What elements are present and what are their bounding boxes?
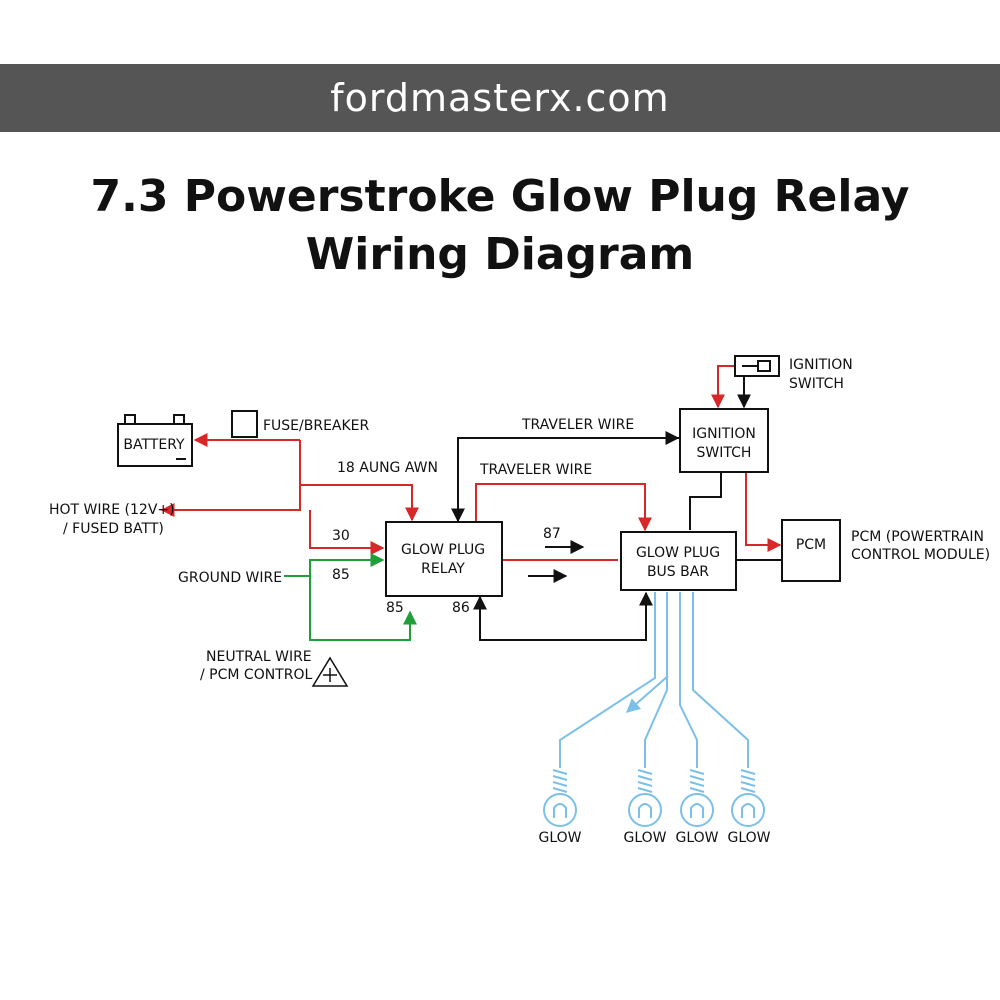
glow-plug-relay: GLOW PLUG RELAY — [385, 521, 503, 597]
ground-wire — [284, 575, 417, 641]
pin-87-label: 87 — [543, 526, 561, 542]
gauge-label: 18 AUNG AWN — [337, 460, 438, 476]
ignition-box — [679, 408, 769, 473]
relay-label-2: RELAY — [421, 561, 465, 577]
ignition-key: IGNITION SWITCH — [734, 355, 853, 392]
fuse-label: FUSE/BREAKER — [263, 418, 370, 434]
ground-wire-label: GROUND WIRE — [178, 570, 282, 586]
site-banner: fordmasterx.com — [0, 64, 1000, 132]
glow-plug-bus-bar: GLOW PLUG BUS BAR — [620, 531, 737, 591]
glow-label-2: GLOW — [623, 830, 666, 846]
ign-to-pcm-wire — [745, 473, 782, 552]
hot-wire-label-2: / FUSED BATT) — [63, 521, 164, 537]
fuse-breaker: FUSE/BREAKER — [231, 410, 370, 438]
ign-key-feed-wire — [711, 365, 735, 409]
battery-label: BATTERY — [123, 437, 185, 453]
ign-to-busbar-wire — [689, 473, 722, 530]
busbar-label-2: BUS BAR — [647, 564, 709, 580]
glow-wire-1 — [559, 592, 656, 768]
glow-plug-3 — [680, 769, 714, 827]
pin-86-loop-wire — [473, 591, 653, 641]
neutral-symbol — [311, 656, 349, 687]
neutral-wire-label-2: / PCM CONTROL — [200, 667, 312, 683]
hot-wire-label-1: HOT WIRE (12V+) — [49, 502, 175, 518]
ignition-top-label-2: SWITCH — [789, 376, 844, 392]
pin-85-wire — [309, 553, 385, 576]
glow-wire-4 — [692, 592, 749, 768]
hot-wires — [160, 365, 782, 561]
glow-plug-4 — [731, 769, 765, 827]
gauge-wire — [300, 484, 419, 522]
fuse-icon — [231, 410, 258, 438]
pin-30-wire — [309, 510, 385, 555]
page-title: 7.3 Powerstroke Glow Plug Relay Wiring D… — [0, 168, 1000, 284]
glow-wire-3 — [679, 592, 698, 768]
control-wires — [451, 376, 782, 641]
busbar-box — [620, 531, 737, 591]
pin-85-label-bottom: 85 — [386, 600, 404, 616]
glow-label-4: GLOW — [727, 830, 770, 846]
battery: BATTERY — [117, 414, 193, 467]
title-line-1: 7.3 Powerstroke Glow Plug Relay — [90, 171, 910, 222]
title-line-2: Wiring Diagram — [305, 229, 695, 280]
pin-85-label-left: 85 — [332, 567, 350, 583]
site-name: fordmasterx.com — [330, 76, 670, 120]
glow-label-1: GLOW — [538, 830, 581, 846]
traveler-wire-mid-label: TRAVELER WIRE — [479, 462, 592, 478]
hot-wire — [160, 440, 301, 517]
ignition-top-label-1: IGNITION — [789, 357, 853, 373]
glow-plug-1 — [543, 769, 577, 827]
glow-flow-arrow — [625, 675, 669, 713]
pin-86-label: 86 — [452, 600, 470, 616]
ground-wires — [284, 553, 417, 641]
busbar-label-1: GLOW PLUG — [636, 545, 720, 561]
pcm-desc-1: PCM (POWERTRAIN — [851, 529, 984, 545]
glow-wire-2 — [644, 592, 668, 768]
ignition-label-1: IGNITION — [692, 426, 756, 442]
traveler-wire-mid — [475, 483, 652, 532]
pin-30-label: 30 — [332, 528, 350, 544]
pcm-label: PCM — [796, 537, 826, 553]
relay-box — [385, 521, 503, 597]
glow-plug-2 — [628, 769, 662, 827]
pcm: PCM PCM (POWERTRAIN CONTROL MODULE) — [781, 519, 990, 582]
glow-plug-wires — [559, 592, 749, 768]
ignition-switch: IGNITION SWITCH — [679, 408, 769, 473]
relay-label-1: GLOW PLUG — [401, 542, 485, 558]
neutral-wire-label-1: NEUTRAL WIRE — [206, 649, 312, 665]
ignition-label-2: SWITCH — [697, 445, 752, 461]
pcm-box — [781, 519, 841, 582]
glow-label-3: GLOW — [675, 830, 718, 846]
pcm-desc-2: CONTROL MODULE) — [851, 547, 990, 563]
traveler-wire-top-label: TRAVELER WIRE — [521, 417, 634, 433]
